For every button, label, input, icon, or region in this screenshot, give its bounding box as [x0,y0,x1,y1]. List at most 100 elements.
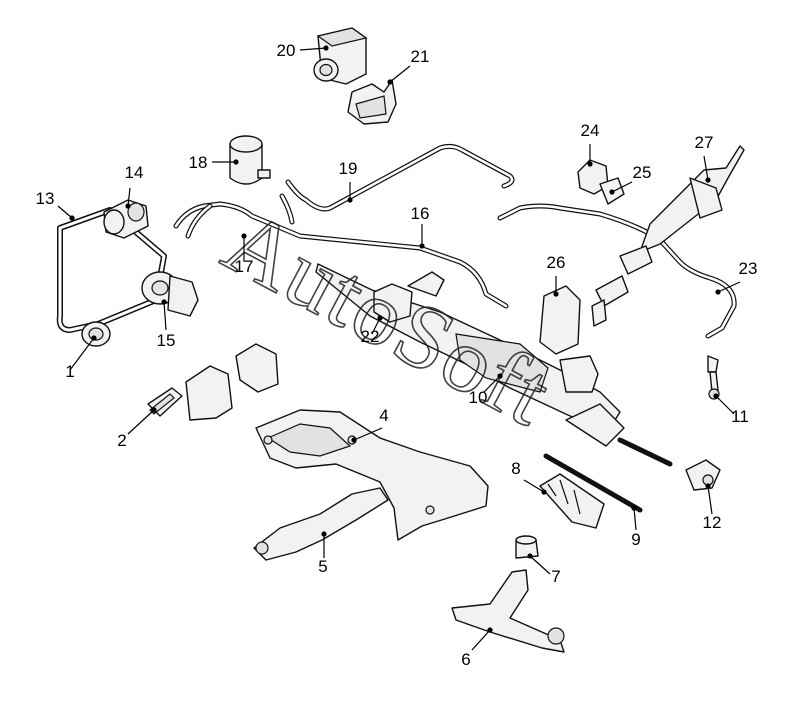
leader-line-7 [529,555,551,575]
pipe-16 [173,201,509,309]
leader-dot-17 [241,233,247,239]
leader-dot-24 [587,161,593,167]
callout-2: 2 [117,407,157,450]
callout-number-4: 4 [379,406,388,425]
callout-17: 17 [235,233,253,276]
callout-19: 19 [339,159,358,203]
leader-line-9 [633,507,637,531]
callout-number-8: 8 [511,459,520,478]
callout-6: 6 [461,627,493,669]
pipe-19 [285,143,515,212]
callout-21: 21 [387,47,429,85]
leader-line-27 [703,155,709,181]
leader-dot-7 [527,553,533,559]
callout-23: 23 [715,259,757,295]
leader-dot-5 [321,531,327,537]
callout-number-25: 25 [633,163,652,182]
part-21-bracket [347,79,397,125]
leader-dot-21 [387,79,393,85]
leader-dot-25 [609,189,615,195]
leader-dot-8 [541,489,547,495]
leader-dot-4 [351,437,357,443]
callout-15: 15 [157,299,176,350]
leader-dot-27 [705,177,711,183]
part-5-lower-arm [253,487,389,561]
callout-number-19: 19 [339,159,358,178]
callout-number-18: 18 [189,153,208,172]
callout-27: 27 [695,133,714,183]
part-8-boot [539,473,605,529]
callout-number-15: 15 [157,331,176,350]
leader-line-21 [389,65,411,83]
part-7-bushing [515,535,539,559]
leader-line-15 [163,301,167,331]
leader-line-11 [715,395,735,415]
part-12-tie-rod-end [685,459,721,491]
callout-9: 9 [631,505,641,549]
leader-line-12 [707,485,713,515]
leader-dot-26 [553,291,559,297]
callout-number-10: 10 [469,388,488,407]
leader-line-1 [69,337,95,371]
callout-25: 25 [609,163,651,195]
leader-dot-2 [151,407,157,413]
callout-number-22: 22 [361,327,380,346]
callout-number-9: 9 [631,530,640,549]
callout-13: 13 [36,189,75,221]
leader-dot-10 [497,373,503,379]
leader-dot-20 [323,45,329,51]
callout-number-20: 20 [277,41,296,60]
part-4-subframe [255,409,489,541]
callout-number-23: 23 [739,259,758,278]
callout-number-6: 6 [461,650,470,669]
leader-line-6 [471,629,491,651]
callout-number-16: 16 [411,204,430,223]
part-14-tensioner [103,199,149,239]
part-1-pulley [81,321,111,347]
leader-line-13 [57,205,73,219]
leader-dot-19 [347,197,353,203]
leader-dot-12 [705,483,711,489]
callout-number-5: 5 [318,557,327,576]
leader-dot-13 [69,215,75,221]
leader-dot-16 [419,243,425,249]
callout-22: 22 [361,315,383,346]
callout-24: 24 [581,121,599,167]
callout-7: 7 [527,553,561,586]
leader-dot-22 [377,315,383,321]
callout-number-13: 13 [36,189,55,208]
leader-line-8 [523,479,545,493]
leader-dot-15 [161,299,167,305]
leader-line-14 [127,187,131,207]
part-9-tie-rod [543,403,673,513]
leader-dot-14 [125,203,131,209]
callout-number-2: 2 [117,431,126,450]
callout-number-7: 7 [551,567,560,586]
part-27-steering-column [591,145,745,327]
callout-11: 11 [713,393,749,426]
part-23-stabilizer-bar [497,203,737,339]
leader-line-2 [127,409,155,435]
leader-dot-11 [713,393,719,399]
callout-number-27: 27 [695,133,714,152]
callout-1: 1 [65,335,97,381]
part-22-rack-mount [373,271,445,323]
leader-line-22 [371,317,381,335]
callout-14: 14 [125,163,144,209]
pump-bracket [185,343,279,421]
leader-dot-6 [487,627,493,633]
callout-4: 4 [351,406,389,443]
callout-18: 18 [189,153,239,172]
leader-dot-1 [91,335,97,341]
callout-8: 8 [511,459,547,495]
part-15-power-steering-pump [141,271,199,317]
leader-dot-23 [715,289,721,295]
pipe-17 [185,193,295,239]
callout-number-11: 11 [731,407,749,426]
callout-16: 16 [411,204,430,249]
part-20-hydraulic-unit [313,27,368,85]
leader-line-23 [717,281,741,293]
callout-number-14: 14 [125,163,144,182]
